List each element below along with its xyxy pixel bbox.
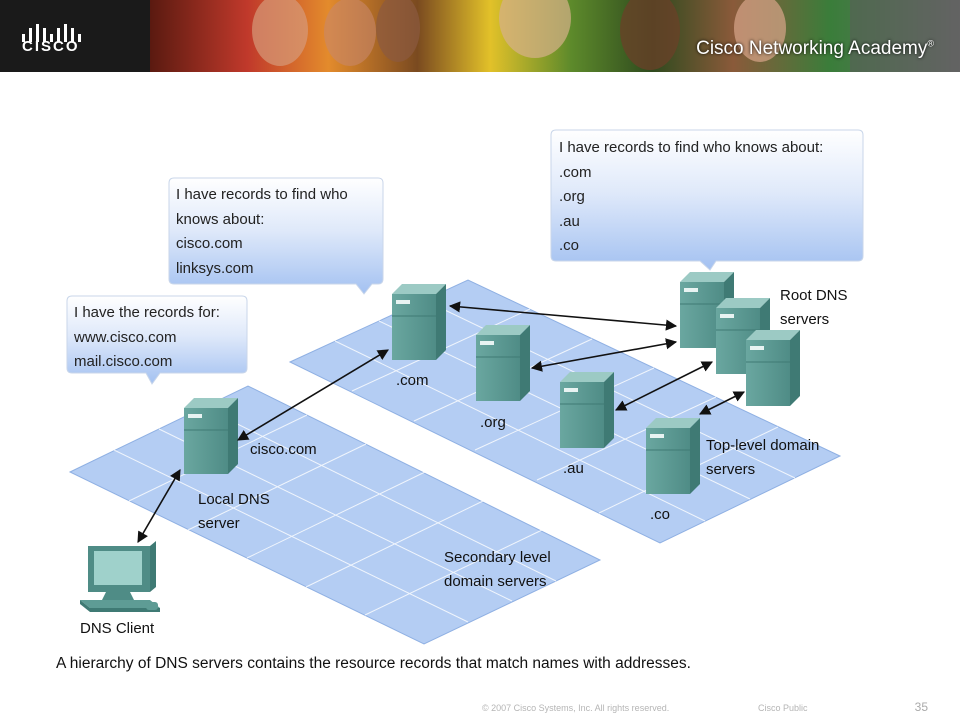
label-au: .au — [563, 460, 584, 477]
bubble-local-text: I have the records for: www.cisco.com ma… — [74, 301, 220, 375]
root-dns-servers-label: Root DNS servers — [780, 284, 848, 332]
banner-photo-strip — [150, 0, 960, 72]
diagram-caption: A hierarchy of DNS servers contains the … — [56, 655, 691, 672]
academy-title-text: Cisco Networking Academy — [696, 38, 928, 59]
dns-client-label: DNS Client — [80, 620, 155, 637]
tld-servers-line2: servers — [706, 461, 756, 478]
bubble-tld-title-line2: knows about: — [176, 210, 265, 228]
bubble-tld — [168, 177, 384, 295]
cisco-logo-text: CISCO — [22, 38, 80, 55]
arrow-client-to-local — [137, 469, 181, 543]
connection-arrows — [137, 301, 746, 543]
arrow-local-to-com — [237, 349, 389, 441]
server-com-icon — [392, 284, 446, 360]
server-org-icon — [476, 325, 530, 401]
tld-servers-label: Top-level domain servers — [706, 434, 819, 482]
footer-classification: Cisco Public — [758, 703, 808, 713]
bubble-root-title: I have records to find who knows about: — [559, 139, 824, 156]
bubble-local-title: I have the records for: — [74, 304, 220, 321]
root-servers-line2: servers — [780, 311, 830, 328]
bubble-tld-line-cisco: cisco.com — [176, 235, 243, 252]
arrow-au-to-root — [614, 361, 714, 411]
local-dns-server-label: Local DNS server — [198, 488, 270, 536]
cisco-logo-bars-icon — [22, 24, 81, 42]
server-local-dns-icon — [184, 398, 238, 474]
bubble-tld-text: I have records to find who knows about: … — [176, 183, 348, 281]
footer-copyright: © 2007 Cisco Systems, Inc. All rights re… — [482, 703, 670, 713]
label-cisco-com: cisco.com — [250, 441, 317, 458]
label-org: .org — [480, 414, 506, 431]
secondary-line1: Secondary level — [444, 549, 551, 566]
local-dns-line2: server — [198, 515, 240, 532]
bubble-root-line-org: .org — [559, 188, 585, 205]
bubble-local — [66, 295, 248, 385]
dns-client-computer-icon — [80, 541, 160, 612]
header-banner: CISCO Cisco Networking Academy® — [0, 0, 960, 72]
root-servers-line1: Root DNS — [780, 287, 848, 304]
trademark-symbol: ® — [927, 38, 934, 49]
label-com: .com — [396, 372, 429, 389]
page-number: 35 — [914, 700, 928, 714]
arrow-co-to-root — [698, 391, 746, 415]
label-co: .co — [650, 506, 671, 523]
tld-servers-line1: Top-level domain — [706, 437, 820, 454]
secondary-line2: domain servers — [444, 573, 547, 590]
arrow-org-to-root — [530, 338, 678, 372]
bubble-root-line-co: .co — [559, 237, 580, 254]
server-co-icon — [646, 418, 700, 494]
bubble-root-line-au: .au — [559, 212, 580, 230]
local-dns-line1: Local DNS — [198, 491, 270, 508]
bubble-local-line-mail: mail.cisco.com — [74, 353, 173, 370]
bubble-root-line-com: .com — [559, 163, 592, 181]
bubble-tld-title-line1: I have records to find who — [176, 186, 348, 203]
secondary-servers-label: Secondary level domain servers — [444, 546, 551, 594]
root-server-3-icon — [746, 330, 800, 406]
academy-title: Cisco Networking Academy® — [696, 38, 934, 60]
bubble-root-text: I have records to find who knows about: … — [559, 136, 823, 259]
dns-hierarchy-diagram — [66, 129, 864, 645]
arrow-com-to-root — [448, 301, 678, 331]
bubble-tld-line-linksys: linksys.com — [176, 259, 254, 277]
bubble-root — [550, 129, 864, 271]
server-au-icon — [560, 372, 614, 448]
bubble-local-line-www: www.cisco.com — [74, 328, 177, 346]
